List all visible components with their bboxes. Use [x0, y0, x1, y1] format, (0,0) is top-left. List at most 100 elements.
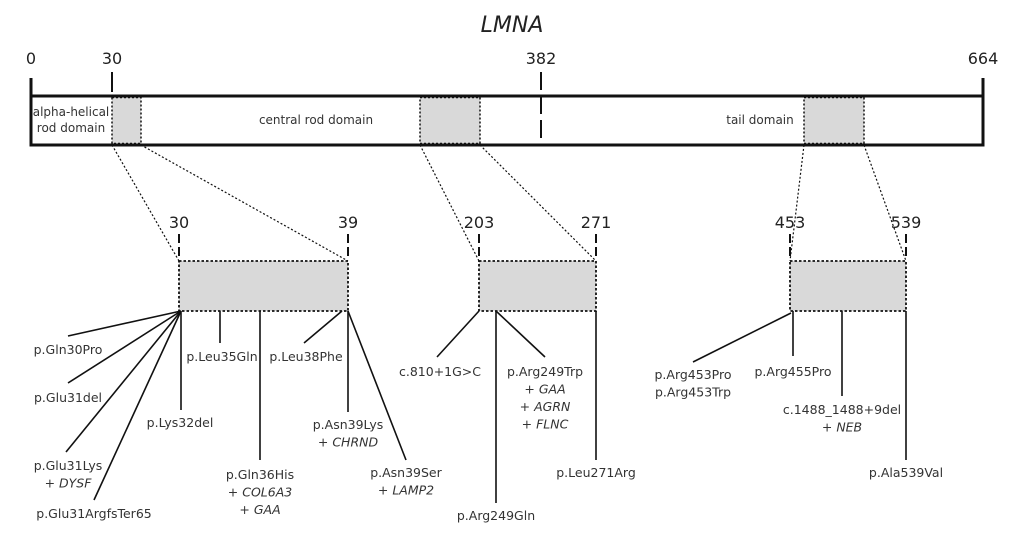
variant-label: p.Arg455Pro	[754, 364, 831, 379]
variant-label: p.Glu31ArgfsTer65	[36, 506, 151, 521]
plus-sign: +	[520, 399, 534, 414]
zoom-connector-left	[111, 144, 180, 262]
hotspot-end-label: 271	[581, 213, 612, 232]
domain-label: alpha-helical	[33, 105, 110, 119]
domain-label: rod domain	[37, 121, 105, 135]
tick-label-30: 30	[102, 49, 122, 68]
tick-label-664: 664	[968, 49, 999, 68]
variant-leader-line	[692, 312, 792, 363]
zoom-connector-right	[479, 144, 597, 262]
plus-sign: +	[522, 417, 536, 432]
hotspot-end-label: 39	[338, 213, 358, 232]
gene-name: LAMP2	[392, 483, 434, 498]
protein-hotspot-region-203-271	[419, 96, 481, 145]
protein-hotspot-region-30-39	[111, 96, 142, 145]
tick-label-0: 0	[26, 49, 36, 68]
variant-label: p.Arg453Trp	[655, 385, 731, 400]
variant-label: p.Leu271Arg	[556, 465, 636, 480]
variant-leader-line	[303, 310, 343, 344]
variant-annotation: p.Arg453Pro p.Arg453Trp	[654, 312, 792, 400]
plus-sign: +	[318, 435, 332, 450]
variant-annotation: p.Ala539Val	[869, 311, 943, 480]
gene-title: LMNA	[481, 13, 544, 38]
variant-cooccurring-gene: + LAMP2	[378, 483, 434, 498]
hotspot-box-region-453-539	[789, 260, 907, 312]
zoom-connector-left	[789, 144, 805, 262]
protein-bar-group: 0 30 382 664 alpha-helical rod domain central …	[26, 49, 999, 147]
variant-cooccurring-gene: + GAA	[239, 502, 280, 517]
hotspot-box-region-203-271	[478, 260, 597, 312]
hotspot-start-label: 453	[775, 213, 806, 232]
variant-leader-line	[347, 310, 407, 461]
hotspot-start-label: 203	[464, 213, 495, 232]
variant-annotation: c.1488_1488+9del + NEB	[783, 311, 901, 435]
domain-label: tail domain	[726, 113, 793, 127]
variant-annotation: p.Asn39Ser + LAMP2	[347, 310, 443, 498]
variant-label: p.Ala539Val	[869, 465, 943, 480]
variant-label: p.Asn39Lys	[313, 417, 384, 432]
variant-label: p.Arg453Pro	[654, 367, 731, 382]
plus-sign: +	[239, 502, 253, 517]
variant-label: p.Glu31del	[34, 390, 102, 405]
variant-cooccurring-gene: + AGRN	[520, 399, 571, 414]
zoom-connector-right	[140, 144, 349, 262]
variant-annotation: p.Gln30Pro	[34, 310, 182, 357]
variant-label: p.Lys32del	[147, 415, 214, 430]
variant-annotation: p.Glu31ArgfsTer65	[36, 310, 182, 521]
zoom-connector-right	[863, 144, 907, 262]
protein-hotspot-region-453-539	[803, 96, 865, 145]
gene-name: AGRN	[533, 399, 571, 414]
variant-label: p.Leu35Gln	[186, 349, 257, 364]
gene-name: GAA	[254, 502, 281, 517]
variant-cooccurring-gene: + FLNC	[522, 417, 569, 432]
variant-annotation: p.Arg249Trp+ GAA+ AGRN+ FLNC	[495, 310, 583, 432]
variant-label: c.1488_1488+9del	[783, 402, 901, 417]
variant-annotation: p.Gln36His+ COL6A3+ GAA	[226, 311, 294, 517]
gene-name: COL6A3	[242, 485, 292, 500]
variant-leader-line	[495, 310, 546, 358]
plus-sign: +	[524, 382, 538, 397]
gene-name: CHRND	[332, 435, 378, 450]
variant-annotation: p.Arg455Pro	[754, 311, 832, 379]
variant-label: p.Arg249Gln	[457, 508, 535, 523]
gene-name: GAA	[539, 382, 566, 397]
gene-name: FLNC	[536, 417, 569, 432]
variant-annotation: p.Asn39Lys + CHRND	[313, 311, 384, 450]
tick-label-382: 382	[526, 49, 557, 68]
hotspot-box-region-30-39	[178, 260, 349, 312]
variant-annotation: p.Arg249Gln	[457, 311, 535, 523]
variant-leader-line	[65, 310, 182, 453]
plus-sign: +	[378, 483, 392, 498]
hotspot-end-label: 539	[891, 213, 922, 232]
variant-annotation: p.Glu31del	[34, 310, 182, 405]
variant-label: p.Gln36His	[226, 467, 294, 482]
variant-leader-line	[93, 310, 182, 501]
gene-name: NEB	[836, 420, 862, 435]
variant-annotation: c.810+1G>C	[399, 310, 481, 379]
variant-annotation: p.Leu38Phe	[269, 310, 343, 364]
variant-leader-line	[67, 310, 182, 384]
variant-label: p.Glu31Lys	[34, 458, 103, 473]
plus-sign: +	[228, 485, 242, 500]
variant-leader-line	[436, 310, 480, 358]
variant-cooccurring-gene: + DYSF	[45, 476, 93, 491]
variant-annotation: p.Lys32del	[147, 311, 214, 430]
variant-leader-line	[67, 310, 182, 337]
variant-cooccurring-gene: + CHRND	[318, 435, 379, 450]
variant-label: p.Gln30Pro	[34, 342, 103, 357]
variant-label: p.Leu38Phe	[269, 349, 343, 364]
plus-sign: +	[45, 476, 59, 491]
variant-cooccurring-gene: + GAA	[524, 382, 565, 397]
variant-annotation: p.Glu31Lys + DYSF	[34, 310, 182, 491]
variant-label: p.Asn39Ser	[370, 465, 442, 480]
variant-label: c.810+1G>C	[399, 364, 481, 379]
hotspot-start-label: 30	[169, 213, 189, 232]
variant-cooccurring-gene: + NEB	[822, 420, 862, 435]
variant-annotation: p.Leu35Gln	[186, 311, 258, 364]
variant-annotation: p.Leu271Arg	[556, 311, 636, 480]
zoom-connectors	[111, 144, 907, 262]
domain-label: central rod domain	[259, 113, 373, 127]
